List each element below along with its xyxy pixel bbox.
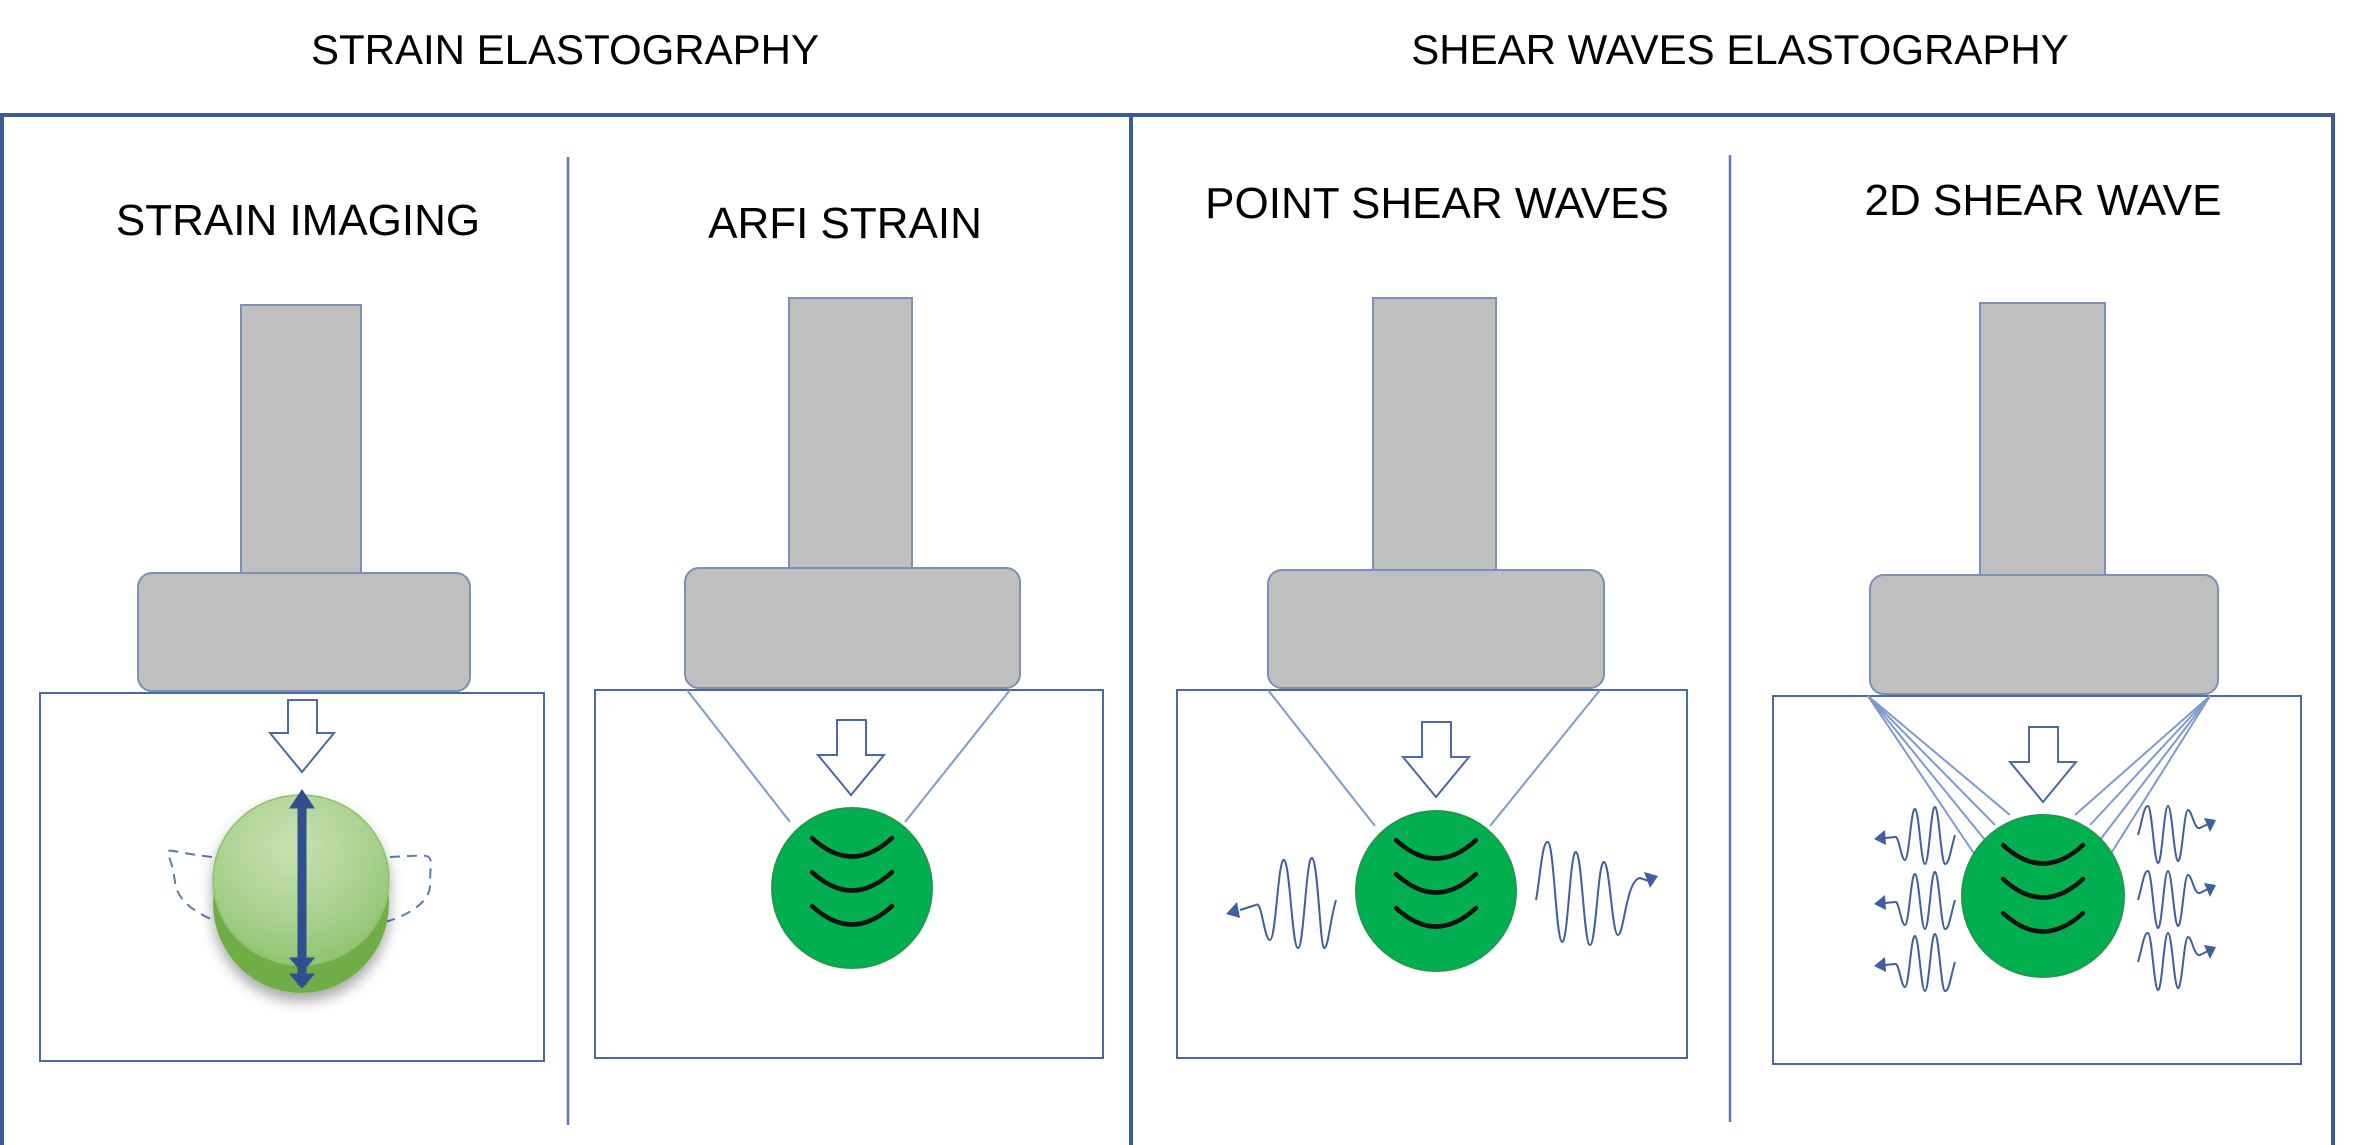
push-wavefront-arcs <box>809 835 895 927</box>
sine-wave-arrow-icon <box>1535 840 1658 947</box>
beam-lines <box>686 689 1011 823</box>
sine-wave-arrow-icon <box>1874 805 1956 866</box>
section-title-strain: STRAIN ELASTOGRAPHY <box>311 26 819 73</box>
panel-2d-shear-wave <box>1772 302 2302 1065</box>
beam-lines <box>1867 695 2211 856</box>
panel-strain-imaging <box>39 304 545 1062</box>
transducer-probe-icon <box>684 297 1021 689</box>
down-arrow-outline-icon <box>815 719 887 797</box>
panel-point-shear-waves <box>1176 297 1688 1059</box>
panel-title-arfi-strain: ARFI STRAIN <box>708 199 982 248</box>
push-wavefront-arcs <box>1393 837 1479 929</box>
transducer-probe-icon <box>137 304 471 692</box>
sine-wave-arrow-icon <box>2137 869 2216 930</box>
panel-title-strain-imaging: STRAIN IMAGING <box>116 196 480 245</box>
panel-title-point-shear-waves: POINT SHEAR WAVES <box>1205 179 1669 228</box>
shear-section-frame <box>1129 113 2335 1145</box>
down-arrow-outline-icon <box>267 699 337 774</box>
compression-arrow-icon <box>288 789 316 989</box>
sine-wave-arrow-icon <box>2137 804 2216 865</box>
beam-lines <box>1267 689 1601 827</box>
push-wavefront-arcs <box>2000 842 2086 934</box>
down-arrow-outline-icon <box>2007 726 2079 804</box>
sine-wave-arrow-icon <box>2137 931 2216 992</box>
transducer-probe-icon <box>1869 302 2219 695</box>
down-arrow-outline-icon <box>1400 721 1472 799</box>
green-lesion-circle-icon <box>771 807 933 969</box>
sine-wave-arrow-icon <box>1226 856 1337 950</box>
panel-arfi-strain <box>594 297 1104 1059</box>
panel-title-2d-shear-wave: 2D SHEAR WAVE <box>1865 176 2222 225</box>
sine-wave-arrow-icon <box>1874 870 1956 931</box>
section-title-shear: SHEAR WAVES ELASTOGRAPHY <box>1411 26 2068 73</box>
sine-wave-arrow-icon <box>1874 932 1956 993</box>
transducer-probe-icon <box>1267 297 1605 689</box>
